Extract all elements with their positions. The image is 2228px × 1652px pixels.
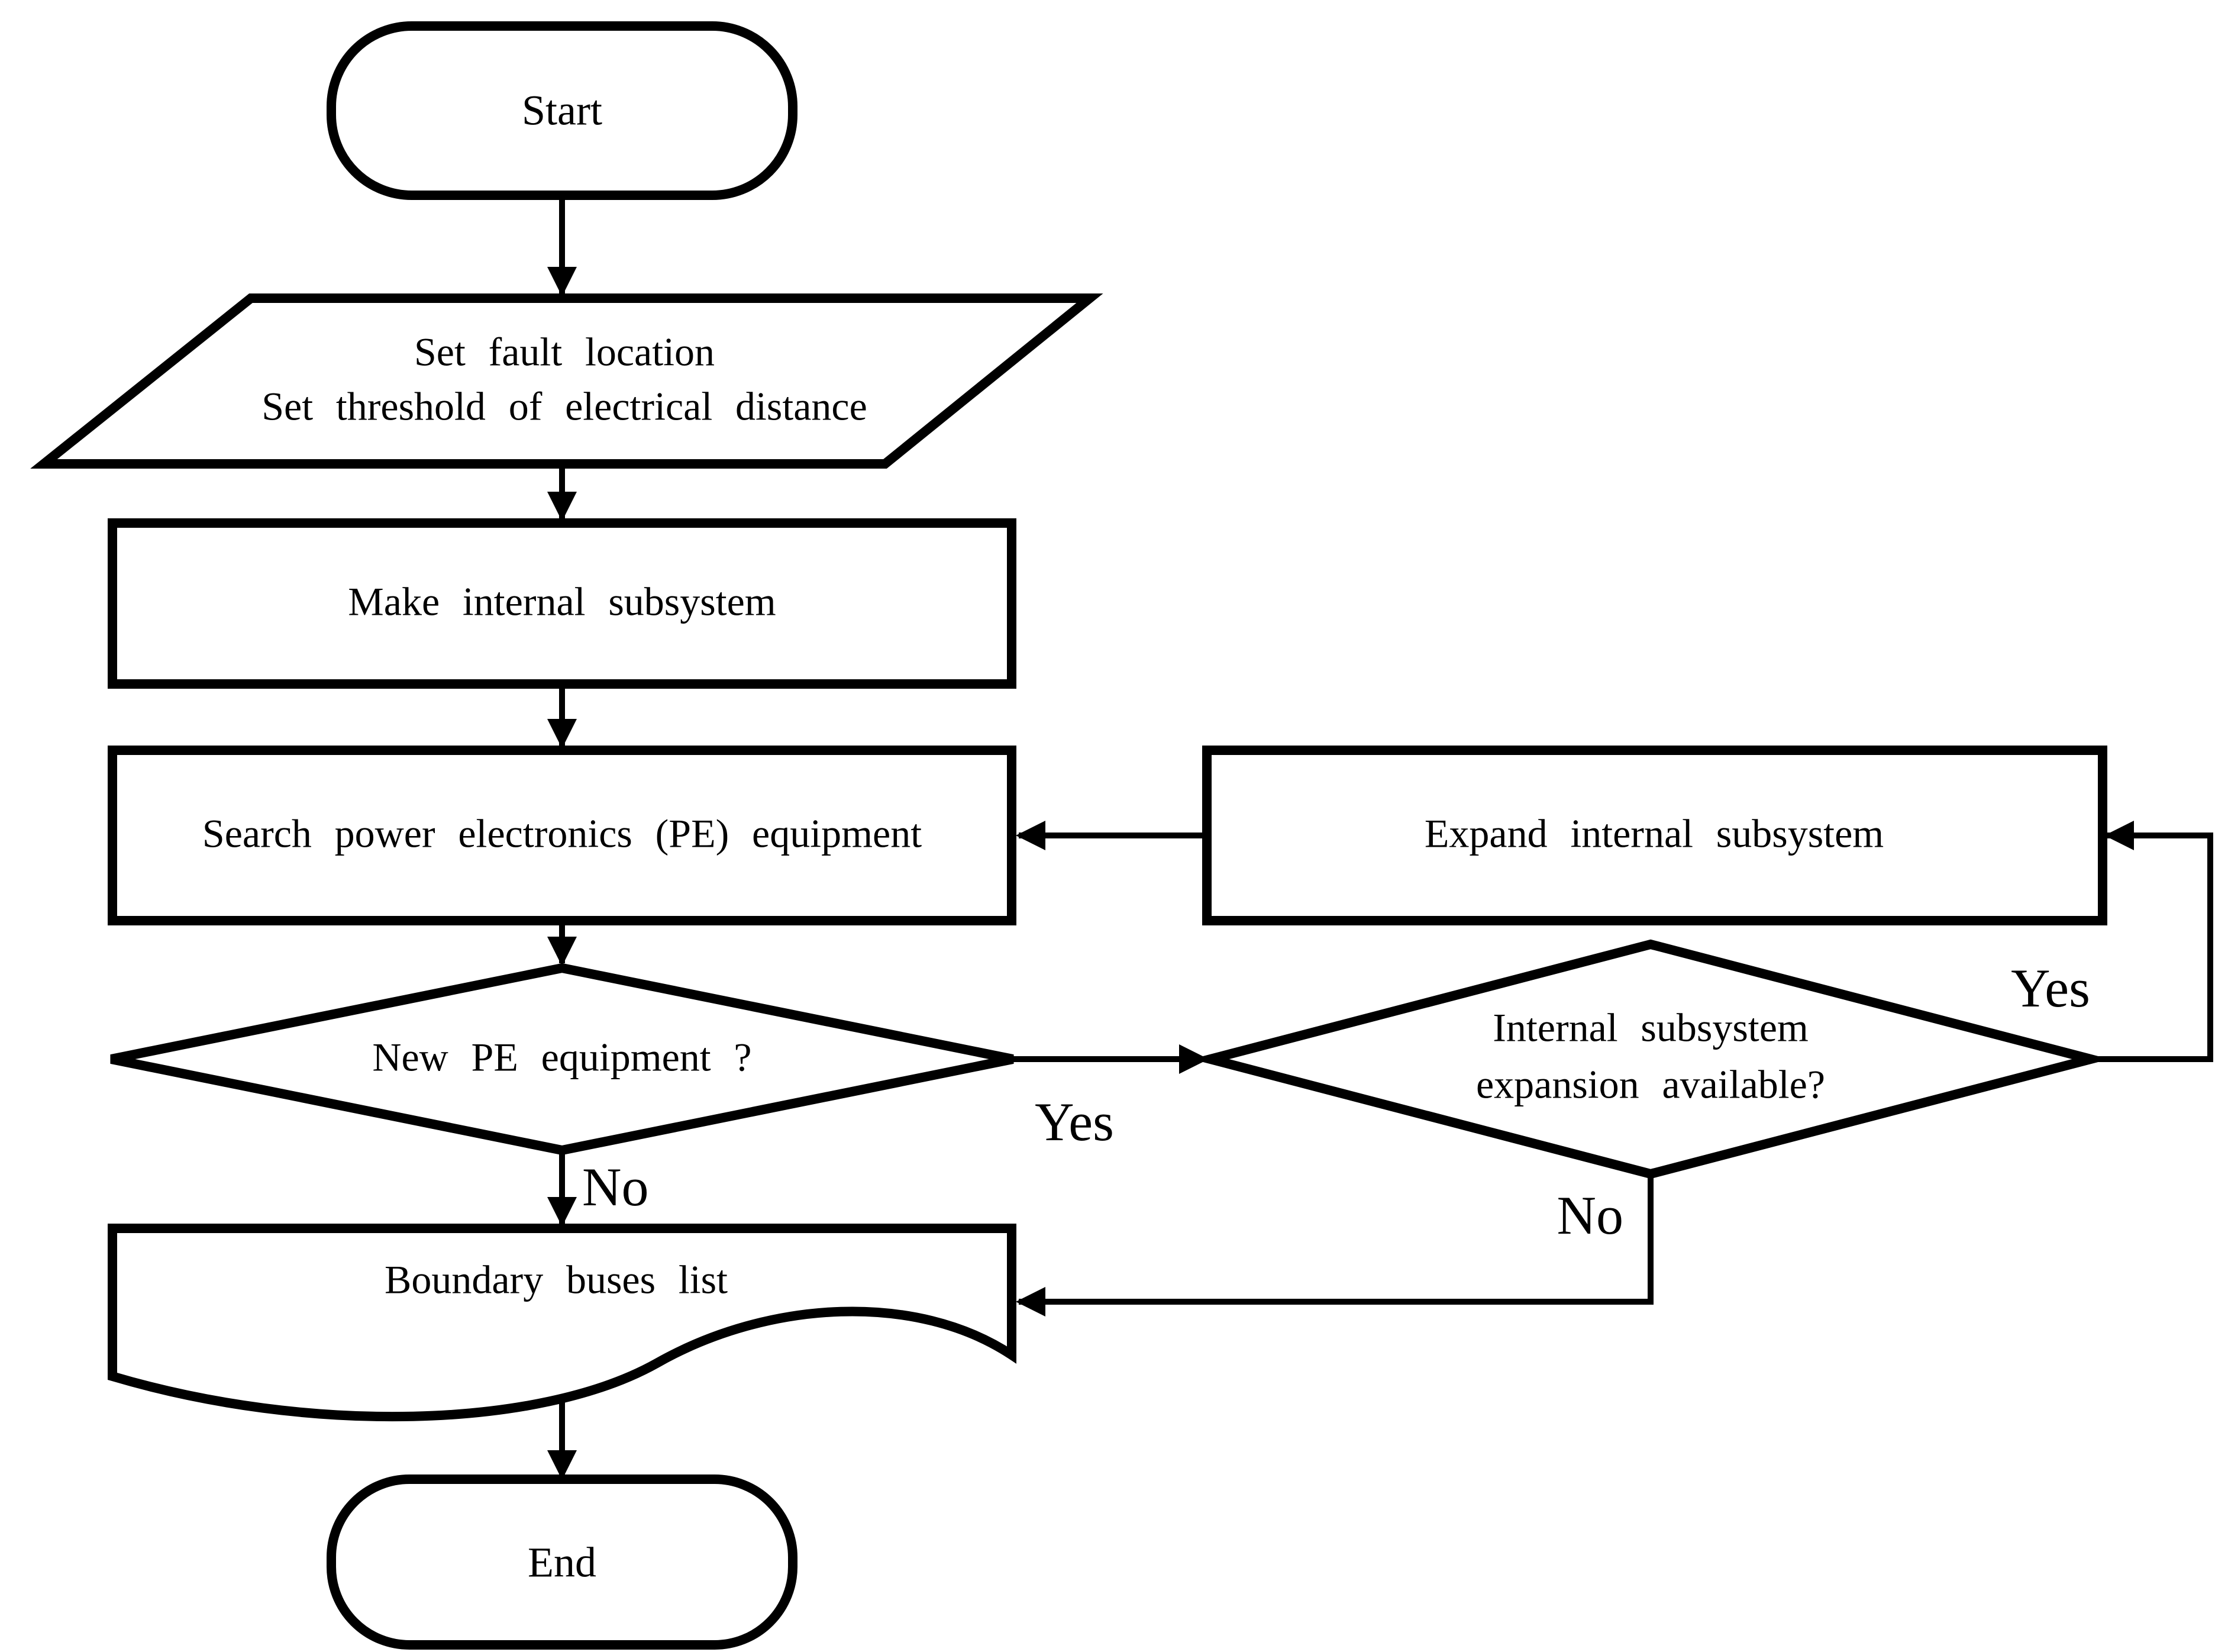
- make-internal-process-shape: [108, 518, 1016, 689]
- expand-internal-process-shape: [1202, 746, 2107, 925]
- node-start: Start: [327, 21, 797, 200]
- end-terminator-shape: [327, 1474, 797, 1650]
- start-label: Start: [522, 87, 602, 134]
- newpe-decision-label: New PE equipment ?: [372, 1035, 751, 1080]
- edge-labels: Yes No Yes No: [582, 958, 2090, 1246]
- input-label-line2: Set threshold of electrical distance: [261, 384, 867, 429]
- edge-label-expansion-yes: Yes: [2011, 958, 2090, 1018]
- node-boundary-list: Boundary buses list: [108, 1224, 1016, 1422]
- expand-internal-label: Expand internal subsystem: [1425, 811, 1884, 856]
- expansion-decision-diamond-shape: [1192, 939, 2110, 1179]
- make-internal-label: Make internal subsystem: [348, 579, 776, 624]
- end-label: End: [528, 1539, 596, 1586]
- edge-label-newpe-yes: Yes: [1035, 1092, 1114, 1152]
- input-parallelogram-shape: [30, 293, 1103, 469]
- edge-label-expansion-no: No: [1557, 1185, 1623, 1246]
- node-make-internal: Make internal subsystem: [108, 518, 1016, 689]
- input-label-line1: Set fault location: [414, 330, 715, 375]
- node-expansion-decision: Internal subsystem expansion available?: [1192, 939, 2110, 1179]
- node-set-inputs: Set fault location Set threshold of elec…: [30, 293, 1103, 469]
- boundary-list-label: Boundary buses list: [385, 1257, 728, 1302]
- search-pe-process-shape: [108, 746, 1016, 925]
- expansion-decision-label-line1: Internal subsystem: [1493, 1005, 1809, 1050]
- edge-expansion-no-to-boundary: [1016, 1174, 1654, 1317]
- edge-expansion-yes-loop-to-expand: [2091, 821, 2213, 1062]
- node-expand-internal: Expand internal subsystem: [1202, 746, 2107, 925]
- node-end: End: [327, 1474, 797, 1650]
- node-search-pe: Search power electronics (PE) equipment: [108, 746, 1016, 925]
- boundary-list-document-shape: [108, 1224, 1016, 1422]
- node-newpe-decision: New PE equipment ?: [110, 963, 1014, 1156]
- edges: [547, 195, 2213, 1480]
- start-terminator-shape: [327, 21, 797, 200]
- edge-label-newpe-no: No: [582, 1157, 648, 1217]
- expansion-decision-label-line2: expansion available?: [1476, 1062, 1825, 1107]
- search-pe-label: Search power electronics (PE) equipment: [202, 811, 922, 856]
- newpe-decision-diamond-shape: [110, 963, 1014, 1156]
